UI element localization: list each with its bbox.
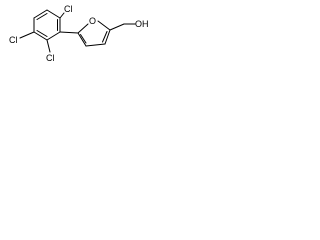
benzene-ring — [33, 9, 61, 41]
benzene-double-bond-3 — [36, 30, 48, 37]
furan-bond-c2-c3 — [104, 29, 111, 45]
bond-to-cl-left — [19, 31, 35, 39]
bond-to-cl-bottom — [46, 39, 51, 53]
benzene-bond-c6-c1 — [33, 31, 48, 41]
furan-ring — [77, 20, 111, 47]
bond-to-cl-top — [59, 12, 65, 19]
furan-bond-o1-c2 — [97, 20, 111, 31]
benzene-bond-c1-c2 — [46, 31, 61, 41]
furan-bond-c3-c4 — [85, 43, 106, 47]
chemical-structure-diagram: Cl Cl Cl O OH — [9, 4, 149, 63]
chlorine-label-bottom: Cl — [46, 53, 55, 63]
hydroxyl-label: OH — [135, 19, 149, 29]
furan-oxygen-label: O — [89, 16, 96, 26]
benzene-bond-c4-c5 — [33, 9, 48, 19]
furan-bond-c5-o1 — [77, 23, 89, 34]
bond-benzene-to-furan — [59, 31, 79, 34]
chlorine-label-left: Cl — [9, 35, 18, 45]
benzene-double-bond-2 — [36, 13, 48, 20]
furan-bond-c4-c5 — [77, 32, 87, 47]
benzene-bond-c3-c4 — [46, 9, 61, 19]
chlorine-label-top: Cl — [64, 4, 73, 14]
furan-double-bond-2 — [80, 34, 87, 44]
bond-furan-to-ch2 — [109, 23, 125, 31]
furan-double-bond-1 — [102, 31, 108, 43]
